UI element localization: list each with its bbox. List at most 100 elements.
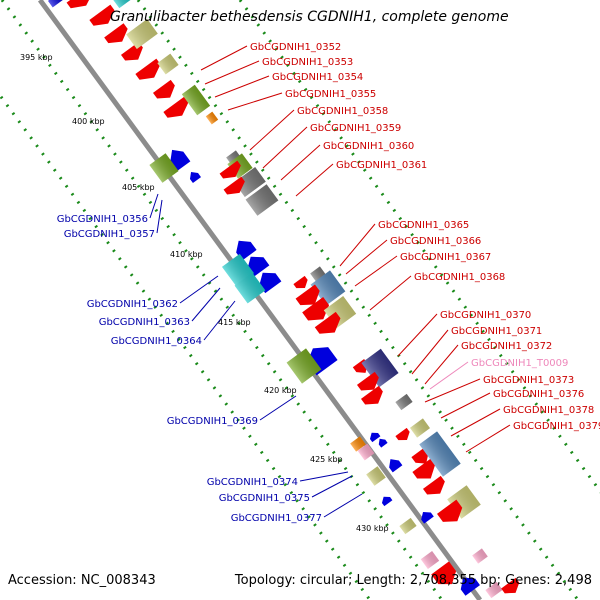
forward-gene-label[interactable]: GbCGDNIH1_0378 (503, 405, 594, 416)
forward-gene-label[interactable]: GbCGDNIH1_0372 (461, 341, 552, 352)
gene-feature (66, 0, 94, 9)
forward-gene-label[interactable]: GbCGDNIH1_0359 (310, 123, 401, 134)
leader-line (262, 126, 308, 169)
gene-feature (431, 561, 457, 585)
leader-line (323, 493, 363, 518)
forward-gene-label[interactable]: GbCGDNIH1_0366 (390, 236, 481, 247)
forward-gene-label[interactable]: GbCGDNIH1_0379 (513, 421, 600, 432)
kbp-label: 415 kbp (218, 318, 251, 327)
gene-feature (245, 184, 279, 216)
gene-feature (485, 581, 503, 599)
forward-gene-label[interactable]: GbCGDNIH1_0355 (285, 89, 376, 100)
leader-line (214, 75, 270, 98)
gene-feature (314, 311, 341, 334)
reverse-gene-label[interactable]: GbCGDNIH1_0362 (87, 299, 178, 310)
reverse-gene-label[interactable]: GbCGDNIH1_0374 (207, 477, 298, 488)
reverse-gene-label[interactable]: GbCGDNIH1_0363 (99, 317, 190, 328)
gene-feature (501, 577, 520, 594)
gene-feature (234, 272, 266, 304)
gene-feature (135, 58, 161, 80)
gene-feature (389, 459, 403, 473)
forward-gene-label[interactable]: GbCGDNIH1_0371 (451, 326, 542, 337)
leader-line (465, 424, 511, 453)
kbp-label: 405 kbp (122, 183, 155, 192)
forward-gene-label[interactable]: GbCGDNIH1_0358 (297, 106, 388, 117)
reverse-gene-label[interactable]: GbCGDNIH1_0377 (231, 513, 322, 524)
leader-line (179, 275, 219, 304)
gene-feature (357, 443, 375, 461)
leader-line (429, 361, 469, 390)
gene-feature (360, 385, 383, 405)
leader-line (204, 60, 260, 85)
gene-feature (350, 436, 366, 452)
gene-feature (381, 496, 393, 507)
gene-feature (395, 427, 410, 441)
gene-feature (149, 153, 179, 183)
leader-line (424, 378, 481, 403)
label-leader-lines (149, 45, 511, 518)
forward-gene-label[interactable]: GbCGDNIH1_0361 (336, 160, 427, 171)
forward-gene-label[interactable]: GbCGDNIH1_0352 (250, 42, 341, 53)
genome-title: Granulibacter bethesdensis CGDNIH1, comp… (110, 9, 509, 25)
kbp-label: 400 kbp (72, 117, 105, 126)
leader-line (345, 239, 388, 275)
gene-feature (369, 432, 381, 443)
gene-feature (236, 240, 257, 261)
leader-line (299, 471, 349, 482)
reverse-gene-label[interactable]: GbCGDNIH1_0357 (64, 229, 155, 240)
gene-feature (259, 272, 282, 294)
forward-gene-label[interactable]: GbCGDNIH1_0368 (414, 272, 505, 283)
gene-feature (460, 577, 480, 596)
gene-feature (302, 297, 330, 321)
leader-line (200, 45, 248, 71)
gene-feature (223, 176, 245, 195)
kbp-label: 420 kbp (264, 386, 297, 395)
leader-line (191, 287, 221, 322)
gene-feature (361, 348, 399, 388)
leader-line (249, 109, 295, 151)
gene-feature (293, 275, 308, 289)
kbp-tick-track (136, 0, 580, 600)
gene-feature (47, 0, 65, 8)
reverse-gene-label[interactable]: GbCGDNIH1_0364 (111, 336, 202, 347)
gene-feature (378, 438, 388, 448)
leader-line (339, 223, 376, 267)
gene-feature (170, 149, 191, 171)
gene-feature (421, 511, 434, 524)
reverse-gene-label[interactable]: GbCGDNIH1_0375 (219, 493, 310, 504)
gene-feature (420, 551, 440, 569)
gene-feature (219, 160, 241, 179)
forward-gene-label[interactable]: GbCGDNIH1_T0009 (471, 358, 568, 369)
kbp-label: 430 kbp (356, 524, 389, 533)
leader-line (411, 329, 449, 375)
forward-gene-label[interactable]: GbCGDNIH1_0354 (272, 72, 363, 83)
reverse-gene-label[interactable]: GbCGDNIH1_0356 (57, 214, 148, 225)
forward-gene-label[interactable]: GbCGDNIH1_0370 (440, 310, 531, 321)
leader-line (311, 475, 353, 498)
gene-feature (356, 371, 379, 391)
gene-feature (310, 266, 326, 282)
forward-gene-label[interactable]: GbCGDNIH1_0373 (483, 375, 574, 386)
gene-features (47, 0, 520, 599)
forward-gene-label[interactable]: GbCGDNIH1_0367 (400, 252, 491, 263)
forward-gene-label[interactable]: GbCGDNIH1_0365 (378, 220, 469, 231)
forward-gene-label[interactable]: GbCGDNIH1_0376 (493, 389, 584, 400)
gene-feature (286, 348, 322, 384)
forward-gene-label[interactable]: GbCGDNIH1_0353 (262, 57, 353, 68)
gene-feature (310, 270, 346, 306)
gene-feature (205, 111, 219, 125)
gene-feature (189, 171, 201, 183)
forward-gene-label[interactable]: GbCGDNIH1_0360 (323, 141, 414, 152)
kbp-label: 395 kbp (20, 53, 53, 62)
leader-line (203, 300, 236, 341)
gene-labels: GbCGDNIH1_0352GbCGDNIH1_0353GbCGDNIH1_03… (57, 42, 600, 524)
genome-summary-text: Topology: circular; Length: 2,708,355 bp… (234, 573, 592, 588)
leader-line (369, 275, 412, 311)
reverse-gene-label[interactable]: GbCGDNIH1_0369 (167, 416, 258, 427)
gene-feature (295, 284, 320, 306)
gene-feature (226, 150, 242, 166)
genome-backbone (37, 0, 483, 600)
gene-feature (366, 466, 386, 486)
